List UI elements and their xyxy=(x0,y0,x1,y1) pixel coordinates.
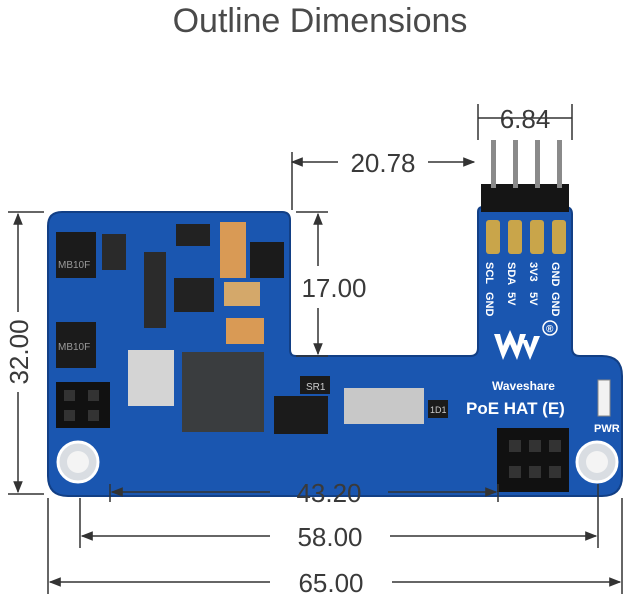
capacitor-2 xyxy=(226,318,264,344)
mounting-hole-right xyxy=(575,440,619,484)
capacitor-bank xyxy=(128,350,174,406)
dim-hole-spacing: 58.00 xyxy=(297,522,362,552)
pin-header-top xyxy=(481,140,569,254)
controller-ic xyxy=(174,278,214,312)
dim-width-total: 65.00 xyxy=(298,568,363,598)
pin-label-3v3: 3V3 xyxy=(527,262,539,282)
capacitor-tantalum xyxy=(220,222,246,278)
pin-header-left xyxy=(56,382,110,428)
transformer xyxy=(182,352,264,432)
ic-k xyxy=(250,242,284,278)
pin-label-5v-a: 5V xyxy=(505,292,517,306)
capacitor xyxy=(224,282,260,306)
bridge-rectifier-2: MB10F xyxy=(56,322,96,368)
svg-text:MB10F: MB10F xyxy=(58,342,90,353)
mounting-hole-left xyxy=(56,440,100,484)
resistor-1d1: 1D1 xyxy=(428,400,448,418)
ic-small xyxy=(176,224,210,246)
svg-text:1D1: 1D1 xyxy=(430,405,447,415)
capacitor-row xyxy=(344,388,424,424)
svg-text:SR1: SR1 xyxy=(306,382,326,393)
pin-label-gnd-a: GND xyxy=(483,292,495,317)
mosfet xyxy=(274,396,328,434)
dim-inner-spacing: 43.20 xyxy=(296,478,361,508)
brand-label: Waveshare xyxy=(492,379,555,393)
pin-label-gnd-b: GND xyxy=(549,292,561,317)
dim-height-total: 32.00 xyxy=(4,319,34,384)
bridge-rectifier-1: MB10F xyxy=(56,232,96,278)
pwr-led xyxy=(597,379,611,417)
pin-label-scl: SCL xyxy=(483,262,495,284)
dim-header-offset: 20.78 xyxy=(350,148,415,178)
diode xyxy=(102,234,126,270)
resistor-array xyxy=(144,252,166,328)
dim-height-top: 17.00 xyxy=(301,273,366,303)
svg-text:MB10F: MB10F xyxy=(58,260,90,271)
pin-label-sda: SDA xyxy=(505,262,517,285)
pwr-label: PWR xyxy=(594,423,620,435)
page-title: Outline Dimensions xyxy=(172,2,468,40)
pin-label-gnd-top: GND xyxy=(549,262,561,287)
inductor-sr1: SR1 xyxy=(300,376,330,394)
registered-mark: ® xyxy=(546,324,554,335)
pin-label-5v-b: 5V xyxy=(527,292,539,306)
dim-header-pitch: 6.84 xyxy=(500,104,551,134)
pin-header-bottom xyxy=(497,428,569,492)
waveshare-logo: ® xyxy=(494,320,558,360)
product-label: PoE HAT (E) xyxy=(466,399,565,418)
